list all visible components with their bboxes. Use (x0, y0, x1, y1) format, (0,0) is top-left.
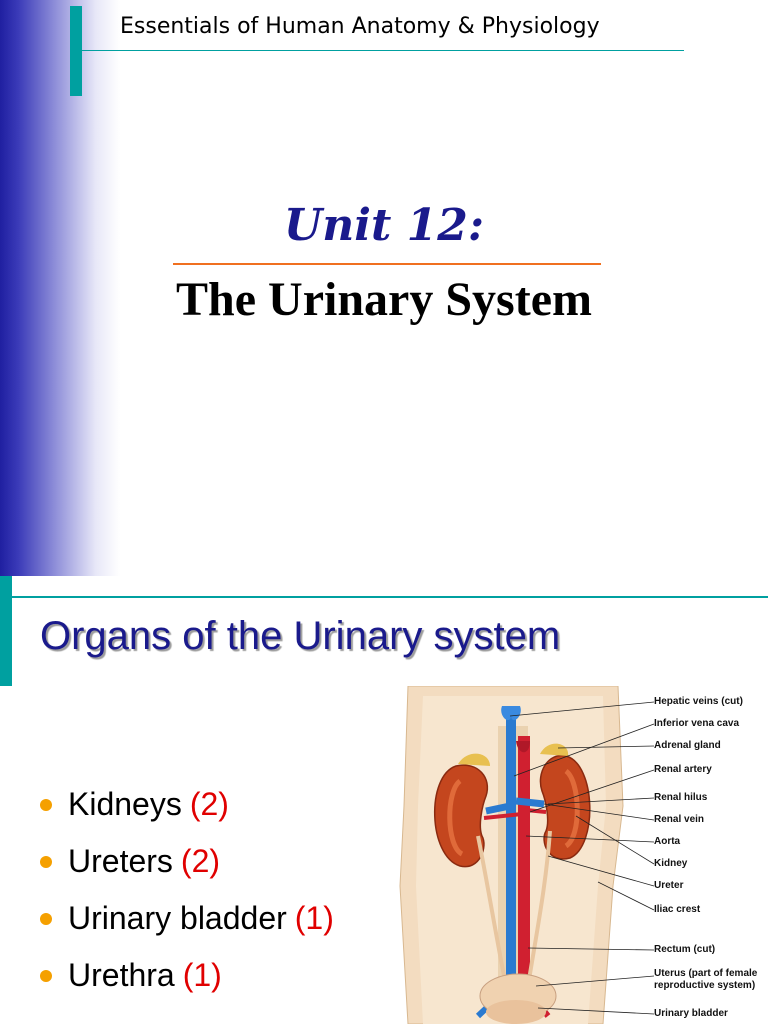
organ-count: (2) (189, 786, 229, 822)
label-inferior-vena-cava: Inferior vena cava (654, 718, 740, 729)
title-divider (173, 263, 601, 265)
list-item: Urethra (1) (40, 947, 334, 1004)
label-kidney: Kidney (654, 858, 688, 869)
bullet-icon (40, 798, 52, 811)
organ-count: (1) (182, 957, 222, 993)
organ-count: (1) (294, 900, 334, 936)
gradient-sidebar (0, 0, 120, 576)
organ-name: Ureters (68, 843, 173, 879)
course-title: Essentials of Human Anatomy & Physiology (120, 14, 600, 39)
slide-heading: Organs of the Urinary system (40, 614, 561, 658)
organ-name: Urethra (68, 957, 175, 993)
list-item: Urinary bladder (1) (40, 890, 334, 947)
accent-bar (0, 576, 12, 686)
label-uterus: Uterus (part of female (654, 968, 758, 979)
label-urinary-bladder: Urinary bladder (654, 1008, 728, 1019)
label-renal-vein: Renal vein (654, 814, 705, 825)
anatomy-illustration (399, 685, 655, 1024)
slide-title: The Urinary System (176, 273, 592, 326)
list-item: Ureters (2) (40, 833, 334, 890)
organ-list: Kidneys (2) Ureters (2) Urinary bladder … (40, 776, 334, 1004)
label-uterus-cont: reproductive system) (654, 980, 756, 991)
label-adrenal-gland: Adrenal gland (654, 740, 721, 751)
bullet-icon (40, 969, 52, 982)
label-aorta: Aorta (654, 836, 681, 847)
title-slide: Essentials of Human Anatomy & Physiology… (0, 0, 684, 576)
label-renal-artery: Renal artery (654, 764, 712, 775)
label-ureter: Ureter (654, 880, 684, 891)
label-hepatic-veins: Hepatic veins (cut) (654, 696, 743, 707)
unit-title: Unit 12: (283, 200, 485, 251)
organ-count: (2) (180, 843, 221, 879)
urinary-anatomy-figure: Hepatic veins (cut) Inferior vena cava A… (398, 685, 768, 1024)
bullet-icon (40, 855, 52, 868)
content-slide: Organs of the Urinary system Kidneys (2)… (0, 576, 768, 1024)
header-rule (12, 596, 768, 598)
organ-name: Urinary bladder (68, 900, 287, 936)
accent-bar (70, 6, 82, 96)
label-renal-hilus: Renal hilus (654, 792, 708, 803)
organ-name: Kidneys (68, 786, 182, 822)
header-rule (82, 50, 684, 51)
label-iliac-crest: Iliac crest (654, 904, 701, 915)
list-item: Kidneys (2) (40, 776, 334, 833)
bullet-icon (40, 912, 52, 925)
label-rectum: Rectum (cut) (654, 944, 716, 955)
